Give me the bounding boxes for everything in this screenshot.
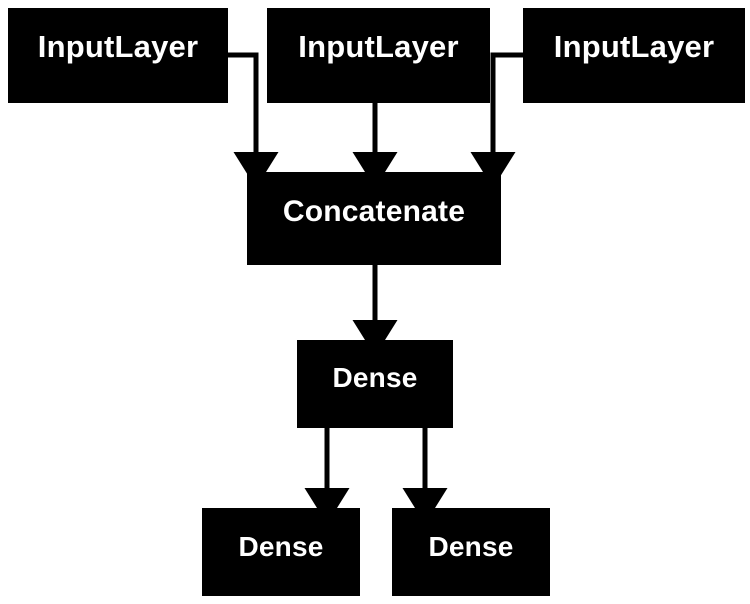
node-label: InputLayer [553,29,715,64]
node-input-layer-2[interactable]: InputLayer [267,8,490,103]
node-label: Dense [428,531,514,562]
node-label: Dense [332,362,418,393]
edge-input-3-to-concatenate [470,52,523,188]
node-input-layer-1[interactable]: InputLayer [8,8,228,103]
node-label: InputLayer [298,29,459,64]
node-dense-main[interactable]: Dense [297,340,453,428]
node-dense-output-1[interactable]: Dense [202,508,360,596]
node-input-layer-3[interactable]: InputLayer [523,8,745,103]
node-concatenate[interactable]: Concatenate [247,172,501,265]
node-label: InputLayer [37,29,199,64]
node-label: Dense [238,531,324,562]
edge-input-1-to-concatenate [228,52,279,188]
node-label: Concatenate [282,194,466,228]
node-dense-output-2[interactable]: Dense [392,508,550,596]
